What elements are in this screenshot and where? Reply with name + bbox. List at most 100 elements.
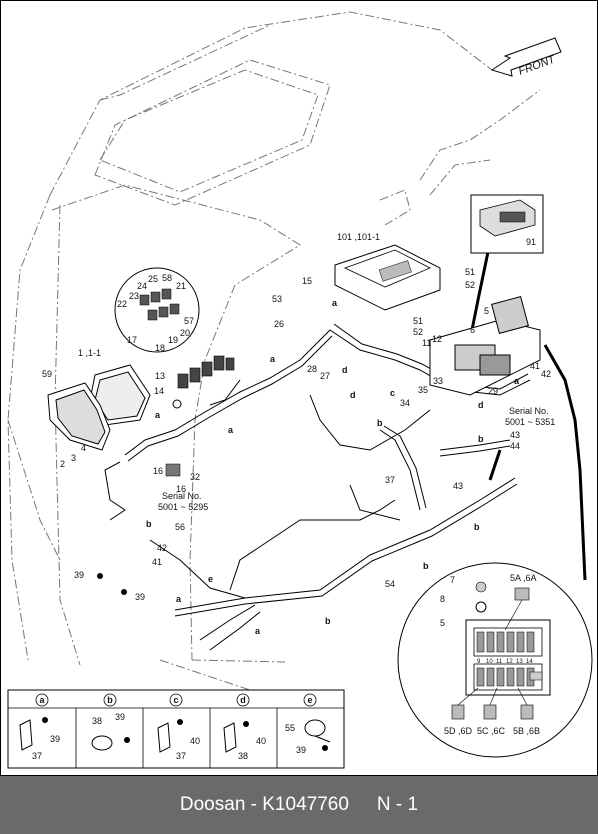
label-14: 14 [154,386,164,396]
fuse-box-detail [397,562,593,758]
label-16a: 16 [153,466,163,476]
slot-10: 10 [486,659,493,665]
legend-letter-c: c [173,695,178,705]
label-16b: 16 [176,484,186,494]
clip-a-1: a [332,298,338,308]
serial-a-line1: Serial No. [162,491,202,501]
slot-9: 9 [477,659,481,665]
serial-a-line2: 5001 ~ 5295 [158,502,208,512]
controller-box [334,244,441,311]
label-37: 37 [385,475,395,485]
clip-c-1: c [390,388,395,398]
legend-e-part2: 39 [296,745,306,755]
legend-b-part1: 38 [92,716,102,726]
label-5-top: 5 [484,306,489,316]
connector-16 [165,463,181,477]
label-13: 13 [155,371,165,381]
label-6: 6 [470,325,475,335]
fuse-slot-numbers: 9 10 11 12 13 14 [477,659,533,665]
detail-91 [470,194,544,254]
legend-letter-d: d [240,695,246,705]
footer-part-number: Doosan - K1047760 [179,794,349,815]
clip-a-2: a [270,354,276,364]
bolt-39a [97,573,103,579]
label-101: 101 ,101-1 [337,232,380,242]
label-42-right: 42 [541,369,551,379]
label-11: 11 [422,338,431,348]
legend-letter-b: b [107,695,113,705]
label-35: 35 [418,385,428,395]
connector-cluster-13 [177,355,235,389]
bolt-39b [121,589,127,595]
slot-11: 11 [496,659,503,665]
legend-d-part1: 40 [256,736,266,746]
label-41-left: 41 [152,557,162,567]
label-52a: 52 [465,280,475,290]
label-39b: 39 [135,592,145,602]
clip-a-5: a [176,594,182,604]
fuse-label-5d: 5D ,6D [444,726,473,736]
label-2: 2 [60,459,65,469]
label-42-left: 42 [157,543,167,553]
serial-b-line2: 5001 ~ 5351 [505,417,555,427]
label-57: 57 [184,316,194,326]
legend-letter-e: e [307,695,312,705]
serial-b-line1: Serial No. [509,406,549,416]
label-26: 26 [274,319,284,329]
front-arrow: FRONT [490,37,562,78]
cab-outline [7,11,541,691]
label-58: 58 [162,273,172,283]
clip-b-6: b [325,616,331,626]
legend-c-part1: 40 [190,736,200,746]
label-22: 22 [117,299,127,309]
label-52b: 52 [413,327,423,337]
legend-a-part1: 39 [50,734,60,744]
clip-b-3: b [478,434,484,444]
clip-a-6: a [255,626,261,636]
label-43-right: 43 [510,430,520,440]
legend-letter-a: a [39,695,45,705]
label-56: 56 [175,522,185,532]
label-25: 25 [148,274,158,284]
legend-b-part2: 39 [115,712,125,722]
label-19: 19 [168,335,178,345]
footer-page: N - 1 [376,794,419,815]
label-20: 20 [180,328,190,338]
clip-b-2: b [377,418,383,428]
label-3: 3 [71,453,76,463]
fuse-label-top: 5A ,6A [510,573,537,583]
fuse-relay-panel [429,296,541,396]
clip-e-1: e [208,574,213,584]
clip-d-1: d [342,365,348,375]
label-23: 23 [129,291,139,301]
label-91: 91 [526,237,536,247]
label-29: 29 [488,386,498,396]
clip-b-4: b [474,522,480,532]
label-32: 32 [190,472,200,482]
legend-e-part1: 55 [285,723,295,733]
part-14-shape [172,399,182,409]
label-33: 33 [433,376,443,386]
label-54: 54 [385,579,395,589]
label-59: 59 [42,369,52,379]
long-wire [468,251,587,581]
legend-a-part2: 37 [32,751,42,761]
fuse-label-5b: 5B ,6B [513,726,540,736]
slot-13: 13 [516,659,523,665]
label-7: 7 [450,575,455,585]
label-15: 15 [302,276,312,286]
connector-detail-callout [114,267,200,353]
clip-letters: a a a a a a a b b b b b b c d d d e [146,298,520,636]
legend-box: a 39 37 b 38 39 c 40 37 d 40 38 e 55 39 [7,689,345,769]
label-28: 28 [307,364,317,374]
label-18: 18 [155,343,165,353]
label-44: 44 [510,441,520,451]
main-harness [104,323,531,651]
label-53: 53 [272,294,282,304]
clip-d-2: d [350,390,356,400]
label-24: 24 [137,281,147,291]
clip-a-4: a [228,425,234,435]
fuse-label-5c: 5C ,6C [477,726,506,736]
label-27: 27 [320,371,330,381]
label-43-mid: 43 [453,481,463,491]
